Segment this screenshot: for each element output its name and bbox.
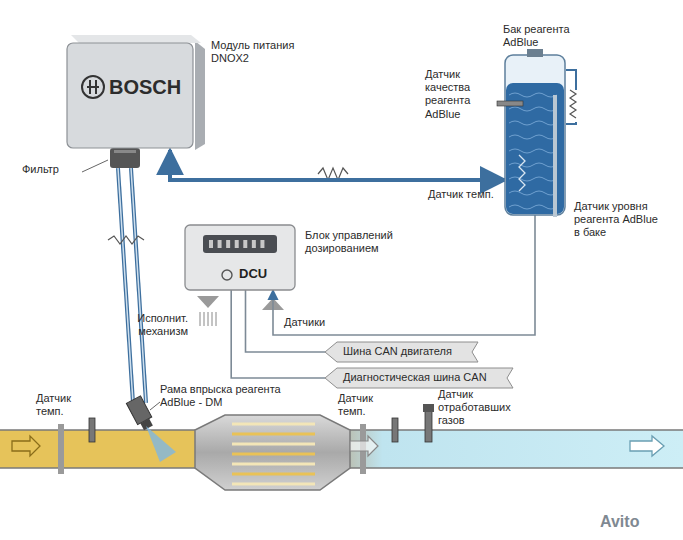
- reagent-line: [170, 150, 505, 180]
- flow-arrow: [12, 436, 40, 456]
- reagent-wave: [509, 93, 557, 97]
- filter-ring: [114, 150, 136, 153]
- actuator-arrow: [197, 296, 219, 308]
- reagent-hose-core: [118, 168, 133, 403]
- part-label: Фильтр: [22, 163, 82, 176]
- converter-channel: [232, 443, 315, 446]
- temp-sensor: [89, 418, 95, 442]
- module-top: [71, 35, 201, 43]
- connector-pin: [226, 240, 230, 248]
- flow-arrow: [350, 436, 378, 456]
- connector-pin: [218, 240, 222, 248]
- can-bus-band: Диагностическая шина CAN: [325, 368, 513, 388]
- nox-sensor-head: [423, 404, 434, 412]
- nox-sensor: [425, 410, 432, 442]
- temp-sensor-coil: [519, 155, 525, 191]
- reagent-hose: [118, 168, 133, 403]
- filter-leader: [82, 160, 108, 172]
- flow-arrow: [630, 436, 664, 456]
- converter-channel: [232, 473, 315, 476]
- connector-pin: [235, 240, 239, 248]
- tank-title: Бак реагента AdBlue: [503, 23, 581, 49]
- sensor-label: Датчик темп.: [36, 392, 88, 418]
- signal-label: Датчики: [284, 316, 344, 329]
- injector-nozzle: [140, 418, 153, 430]
- band-arrow: [325, 368, 513, 388]
- reagent-wave: [509, 177, 557, 181]
- power-module-box: BOSCHМодуль питания DNOX2: [65, 35, 205, 150]
- converter-channel: [232, 433, 315, 436]
- converter-channel: [232, 423, 315, 426]
- reagent-wave: [509, 107, 557, 111]
- converter-channel: [232, 453, 315, 456]
- filter-body: [110, 148, 140, 168]
- tank-heater-symbol: [570, 90, 576, 118]
- reagent-wave: [509, 121, 557, 125]
- dcu-box: DCUБлок управлений дозированием: [185, 225, 295, 290]
- sensor-wire: [273, 215, 535, 335]
- injector-leader: [150, 402, 160, 410]
- converter-channels: [232, 424, 315, 484]
- reagent-wave: [509, 149, 557, 153]
- level-sensor: [553, 95, 557, 217]
- bus-name: Диагностическая шина CAN: [343, 371, 487, 384]
- temp-sensor: [392, 418, 398, 442]
- sensor-label: Датчик качества реагента AdBlue: [425, 68, 497, 121]
- sensor-label: Датчик уровня реагента AdBlue в баке: [574, 200, 664, 240]
- part-label: Рама впрыска реагента AdBlue - DM: [160, 383, 300, 409]
- module-side: [195, 41, 205, 150]
- connector-pin: [243, 240, 247, 248]
- connector-pin: [209, 240, 213, 248]
- tank-heater-pipe: [566, 70, 576, 124]
- band-arrow: [325, 342, 478, 362]
- can-bus-band: Шина CAN двигателя: [325, 342, 478, 362]
- reagent-hose: [131, 168, 146, 403]
- dcu-case: [185, 225, 295, 290]
- sensor-label: Датчик темп.: [428, 188, 504, 201]
- dcu-connector: [203, 235, 277, 253]
- brand-logo: [82, 76, 104, 98]
- actuator-hatch: [200, 312, 216, 326]
- dosing-module: [126, 396, 155, 432]
- watermark: Avito: [600, 512, 672, 531]
- dcu-indicator: [222, 270, 232, 280]
- sensor-label: Датчик темп.: [338, 392, 390, 418]
- sensor-label: Датчик отработавших газов: [438, 388, 538, 428]
- reagent-wave: [509, 135, 557, 139]
- reagent-hose-core: [131, 168, 146, 403]
- pipe-flange: [58, 424, 64, 474]
- quality-sensor: [497, 101, 523, 106]
- connector-pin: [252, 240, 256, 248]
- connector-pin: [260, 240, 264, 248]
- signal-label: Исполнит. механизм: [104, 312, 188, 338]
- brand-logo-mark: [87, 80, 99, 94]
- reagent-wave: [509, 163, 557, 167]
- converter-channel: [232, 463, 315, 466]
- reagent-spray: [146, 426, 176, 462]
- module-face: [67, 43, 193, 148]
- reagent-wave: [509, 191, 557, 195]
- brand-text: BOSCH: [109, 75, 181, 99]
- bus-wire: [231, 290, 325, 378]
- converter-channel: [232, 483, 315, 486]
- reagent-wave: [509, 205, 557, 209]
- dcu-text: DCU: [239, 266, 267, 282]
- tank-cap: [527, 49, 543, 57]
- bus-name: Шина CAN двигателя: [343, 345, 452, 358]
- module-title: Модуль питания DNOX2: [211, 39, 311, 65]
- hose-heater-symbol: [108, 236, 144, 244]
- reagent-tank: Бак реагента AdBlue: [505, 55, 565, 215]
- dcu-title: Блок управлений дозированием: [305, 229, 417, 255]
- reagent-tank-outline: [505, 55, 565, 215]
- catalytic-converter: [195, 415, 350, 490]
